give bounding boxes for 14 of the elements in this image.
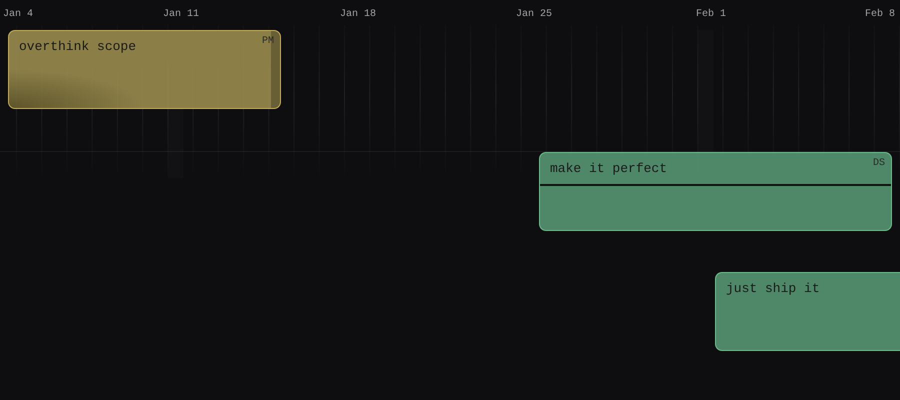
date-tick-label: Feb 8 [864, 8, 895, 21]
task-name: make it perfect [550, 161, 668, 177]
task-name: overthink scope [19, 39, 136, 55]
date-tick-label: Jan 4 [2, 8, 33, 21]
task-bar [8, 30, 281, 109]
date-tick-label: Feb 1 [696, 8, 726, 21]
task-bar [715, 272, 900, 351]
owner-initials: PM [262, 35, 274, 48]
task-name: just ship it [726, 281, 820, 297]
date-tick-label: Jan 18 [340, 8, 376, 21]
date-tick-label: Jan 11 [162, 8, 199, 21]
task-bar [539, 152, 892, 231]
date-tick-label: Jan 25 [516, 8, 552, 21]
owner-initials: DS [872, 157, 885, 170]
